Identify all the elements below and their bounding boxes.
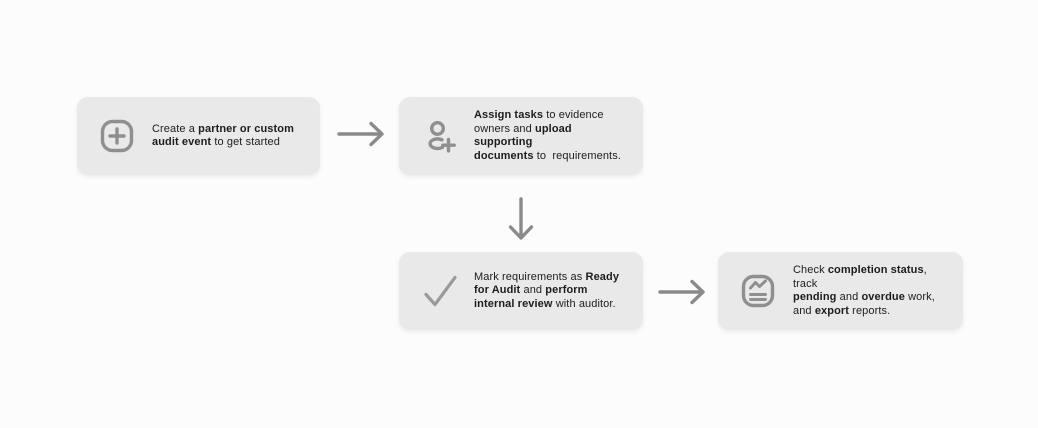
step-card-create-audit-event: Create a partner or custom audit event t… <box>77 97 320 175</box>
person-add-icon <box>419 118 459 154</box>
step-description: Create a partner or custom audit event t… <box>152 122 294 149</box>
arrow-down-icon <box>508 197 534 240</box>
plus-squircle-icon <box>97 118 137 154</box>
step-card-track-status: Check completion status, track pending a… <box>718 252 963 330</box>
arrow-right-icon <box>337 121 384 147</box>
step-description: Assign tasks to evidence owners and uplo… <box>474 109 621 162</box>
step-card-ready-for-audit: Mark requirements as Ready for Audit and… <box>399 252 643 330</box>
arrow-right-icon <box>658 279 705 305</box>
report-chart-icon <box>738 273 778 309</box>
step-description: Check completion status, track pending a… <box>793 264 935 317</box>
step-card-assign-tasks: Assign tasks to evidence owners and uplo… <box>399 97 643 175</box>
step-description: Mark requirements as Ready for Audit and… <box>474 270 620 310</box>
checkmark-icon <box>419 272 459 310</box>
